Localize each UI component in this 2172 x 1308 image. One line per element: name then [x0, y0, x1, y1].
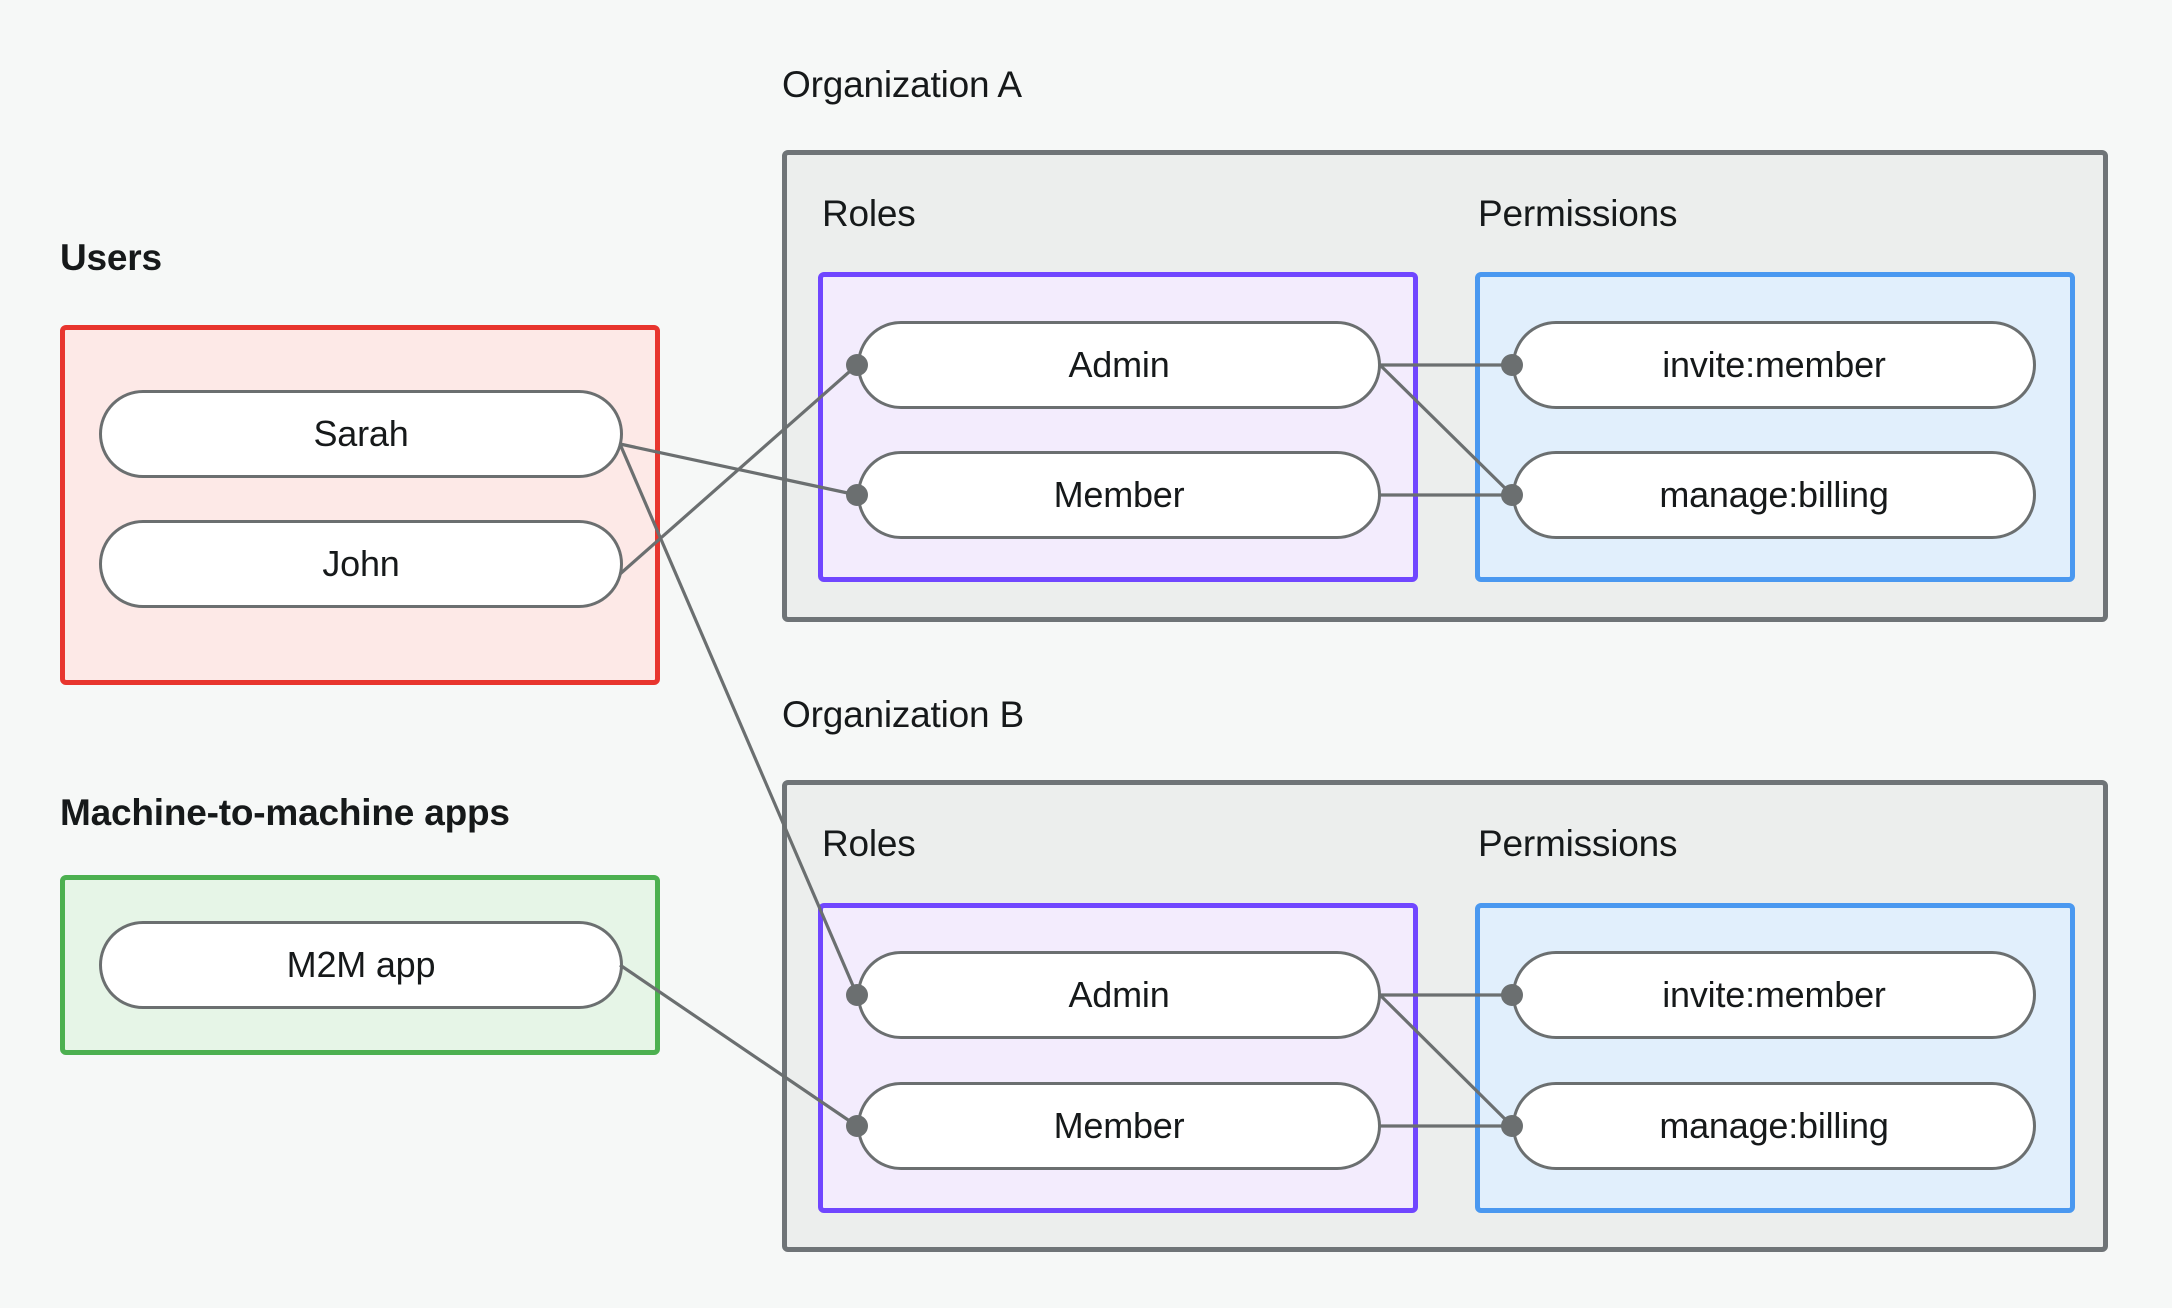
- user-pill-john[interactable]: John: [99, 520, 623, 608]
- orgB-role-pill-admin[interactable]: Admin: [857, 951, 1381, 1039]
- orgA-role-pill-member[interactable]: Member: [857, 451, 1381, 539]
- orgA-permissions-heading: Permissions: [1478, 193, 1678, 234]
- orgA-permission-pill-invite-member[interactable]: invite:member: [1512, 321, 2036, 409]
- organization-b-caption: Organization B: [782, 694, 1024, 735]
- orgB-roles-heading: Roles: [822, 823, 916, 864]
- users-caption: Users: [60, 237, 162, 278]
- orgB-role-pill-member[interactable]: Member: [857, 1082, 1381, 1170]
- orgB-permission-pill-invite-member[interactable]: invite:member: [1512, 951, 2036, 1039]
- orgA-permission-pill-manage-billing[interactable]: manage:billing: [1512, 451, 2036, 539]
- m2m-caption: Machine-to-machine apps: [60, 792, 510, 833]
- organization-a-caption: Organization A: [782, 64, 1022, 105]
- orgA-roles-heading: Roles: [822, 193, 916, 234]
- user-pill-sarah[interactable]: Sarah: [99, 390, 623, 478]
- orgA-role-pill-admin[interactable]: Admin: [857, 321, 1381, 409]
- m2m-pill-app[interactable]: M2M app: [99, 921, 623, 1009]
- orgB-permission-pill-manage-billing[interactable]: manage:billing: [1512, 1082, 2036, 1170]
- users-group-box: [60, 325, 660, 685]
- orgB-permissions-heading: Permissions: [1478, 823, 1678, 864]
